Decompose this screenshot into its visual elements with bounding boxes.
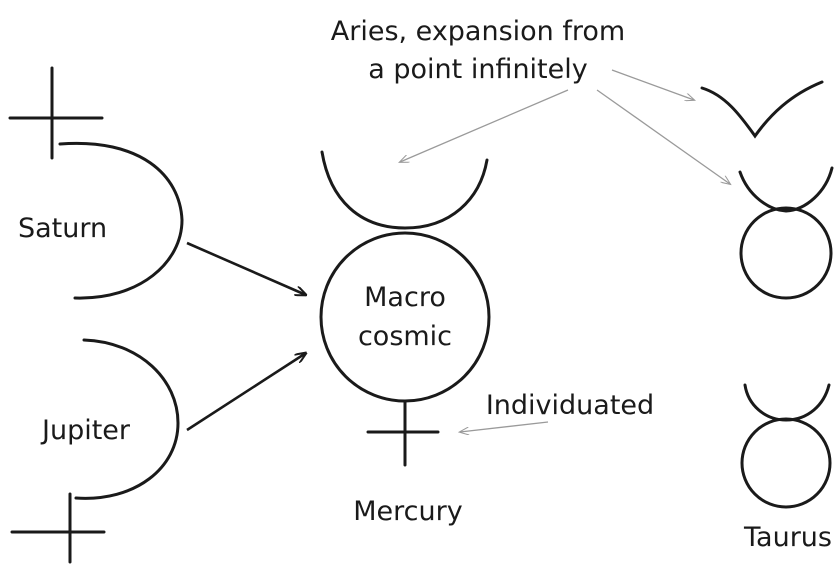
individuated-arrow: [460, 421, 549, 432]
taurus-glyph-upper: [738, 166, 834, 300]
jupiter-label: Jupiter: [40, 415, 131, 446]
aries-to-taurus-glyph-arrow: [596, 89, 730, 184]
aries-to-aries-glyph-arrow: [611, 69, 694, 100]
aries-label-line1: Aries, expansion from: [331, 16, 625, 47]
mercury-label: Mercury: [353, 496, 462, 527]
saturn-label: Saturn: [18, 213, 107, 244]
jupiter-crescent: [74, 338, 180, 500]
taurus-lower-circle: [740, 417, 832, 509]
taurus-lower-horns: [743, 383, 831, 422]
saturn-crescent: [58, 141, 184, 300]
taurus-upper-horns: [738, 166, 834, 213]
mercury-symbol: [319, 150, 491, 467]
aries-curve-glyph: [700, 80, 824, 139]
aries-to-mercury-arrow: [400, 89, 569, 162]
taurus-label: Taurus: [743, 522, 832, 553]
cosmic-label: cosmic: [358, 321, 452, 352]
saturn-symbol: [8, 66, 184, 300]
macro-label: Macro: [364, 282, 446, 313]
taurus-glyph-lower: [740, 383, 832, 509]
jupiter-to-mercury-arrow: [186, 353, 306, 432]
mercury-horns: [320, 150, 489, 230]
saturn-to-mercury-arrow: [186, 241, 306, 295]
aries-label-line2: a point infinitely: [368, 54, 588, 85]
mercury-circle: [319, 231, 491, 403]
individuated-label: Individuated: [486, 390, 654, 421]
taurus-upper-circle: [739, 206, 833, 300]
jupiter-symbol: [10, 338, 180, 564]
